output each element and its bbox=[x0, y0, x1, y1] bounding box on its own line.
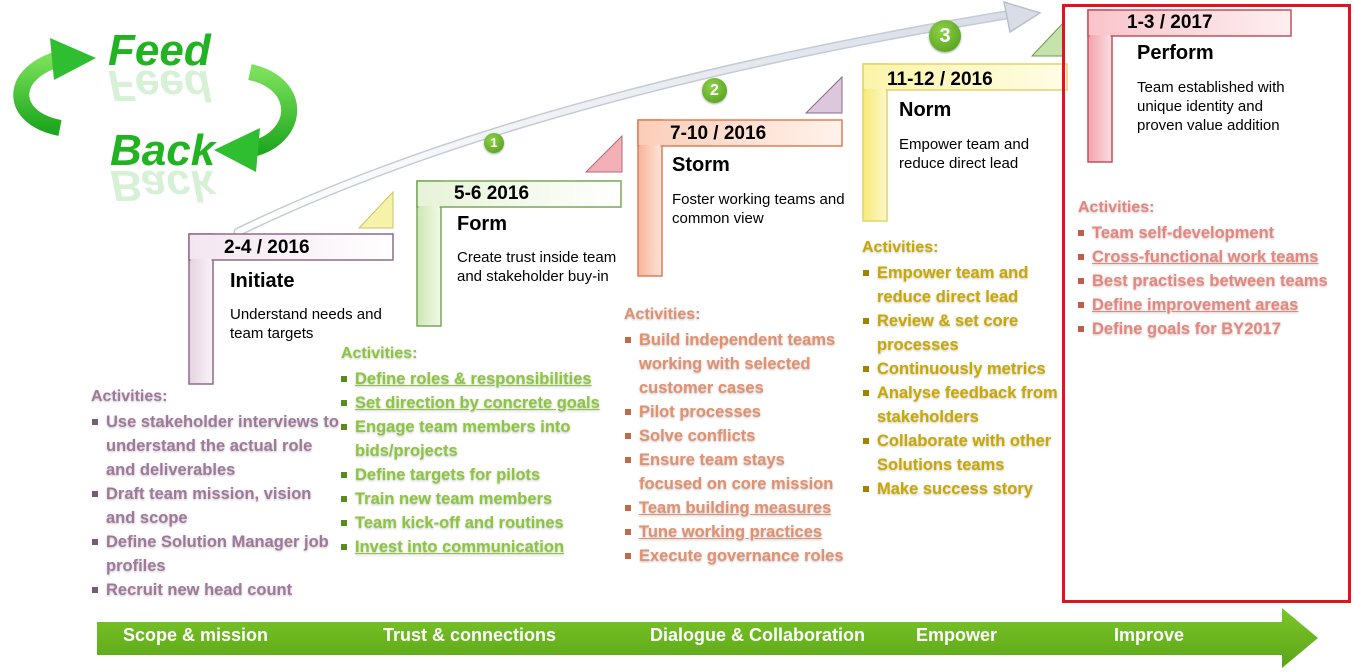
phase-label-trust: Trust & connections bbox=[383, 625, 557, 645]
milestone-date-norm: 11-12 / 2016 bbox=[887, 69, 993, 90]
milestone-title-norm: Norm bbox=[899, 99, 952, 121]
step-badge-2: 2 bbox=[702, 78, 727, 103]
activity-item: Best practises between teams bbox=[1077, 269, 1339, 293]
back-text: Back bbox=[110, 126, 216, 175]
activity-item: Solve conflicts bbox=[624, 424, 849, 448]
activities-list-form: Define roles & responsibilities Set dire… bbox=[340, 367, 615, 559]
activity-item: Make success story bbox=[862, 477, 1062, 501]
milestone-date-storm: 7-10 / 2016 bbox=[670, 123, 767, 144]
activities-list-storm: Build independent teams working with sel… bbox=[624, 328, 849, 568]
activity-item[interactable]: Define improvement areas bbox=[1077, 293, 1339, 317]
activity-item: Recruit new head count bbox=[91, 578, 341, 602]
milestone-desc-storm: Foster working teams and common view bbox=[672, 191, 845, 227]
activities-title-perform: Activities: bbox=[1078, 199, 1155, 216]
activity-item[interactable]: Invest into communication bbox=[340, 535, 615, 559]
activity-item[interactable]: Define roles & responsibilities bbox=[340, 367, 615, 391]
activity-item: Review & set core processes bbox=[862, 309, 1062, 357]
milestone-date-perform: 1-3 / 2017 bbox=[1127, 12, 1213, 33]
feed-text: Feed bbox=[108, 26, 211, 75]
milestone-date-initiate: 2-4 / 2016 bbox=[224, 237, 310, 258]
milestone-desc-perform: Team established with unique identity an… bbox=[1137, 79, 1285, 134]
milestone-title-initiate: Initiate bbox=[230, 270, 295, 292]
milestone-title-form: Form bbox=[457, 213, 507, 235]
activities-title-initiate: Activities: bbox=[91, 388, 168, 405]
activity-item: Team kick-off and routines bbox=[340, 511, 615, 535]
phase-label-empower: Empower bbox=[916, 625, 998, 645]
activity-item: Build independent teams working with sel… bbox=[624, 328, 849, 400]
activity-item: Train new team members bbox=[340, 487, 615, 511]
activities-list-perform: Team self-development Cross-functional w… bbox=[1077, 221, 1339, 341]
activity-item: Empower team and reduce direct lead bbox=[862, 261, 1062, 309]
activity-item: Define Solution Manager job profiles bbox=[91, 530, 341, 578]
activity-item: Team self-development bbox=[1077, 221, 1339, 245]
milestone-desc-form: Create trust inside team and stakeholder… bbox=[457, 249, 617, 285]
activity-item[interactable]: Team building measures bbox=[624, 496, 849, 520]
milestone-desc-initiate: Understand needs and team targets bbox=[230, 306, 382, 342]
milestone-date-form: 5-6 2016 bbox=[454, 183, 530, 204]
phase-label-scope: Scope & mission bbox=[123, 625, 269, 645]
activity-item[interactable]: Set direction by concrete goals bbox=[340, 391, 615, 415]
activities-title-norm: Activities: bbox=[862, 239, 939, 256]
step-badge-1: 1 bbox=[484, 133, 504, 153]
activity-item: Draft team mission, vision and scope bbox=[91, 482, 341, 530]
activities-title-storm: Activities: bbox=[624, 306, 701, 323]
milestone-desc-norm: Empower team and reduce direct lead bbox=[899, 136, 1030, 172]
phase-label-improve: Improve bbox=[1114, 625, 1185, 645]
activity-item[interactable]: Cross-functional work teams bbox=[1077, 245, 1339, 269]
activity-item: Pilot processes bbox=[624, 400, 849, 424]
phase-label-dialogue: Dialogue & Collaboration bbox=[650, 625, 866, 645]
feed-reflection: Feed bbox=[108, 61, 211, 110]
activity-item: Define goals for BY2017 bbox=[1077, 317, 1339, 341]
activity-item: Collaborate with other Solutions teams bbox=[862, 429, 1062, 477]
activity-item: Use stakeholder interviews to understand… bbox=[91, 410, 341, 482]
activity-item[interactable]: Tune working practices bbox=[624, 520, 849, 544]
activity-item: Define targets for pilots bbox=[340, 463, 615, 487]
activities-title-form: Activities: bbox=[341, 345, 418, 362]
milestone-title-perform: Perform bbox=[1137, 42, 1214, 64]
milestone-title-storm: Storm bbox=[672, 154, 730, 176]
activity-item: Continuously metrics bbox=[862, 357, 1062, 381]
activity-item: Ensure team stays focused on core missio… bbox=[624, 448, 849, 496]
activities-list-initiate: Use stakeholder interviews to understand… bbox=[91, 410, 341, 602]
back-reflection: Back bbox=[110, 161, 216, 210]
activity-item: Analyse feedback from stakeholders bbox=[862, 381, 1062, 429]
perform-highlight-box bbox=[1062, 4, 1351, 603]
activities-list-norm: Empower team and reduce direct lead Revi… bbox=[862, 261, 1062, 501]
activity-item: Engage team members into bids/projects bbox=[340, 415, 615, 463]
activity-item: Execute governance roles bbox=[624, 544, 849, 568]
step-badge-3: 3 bbox=[929, 20, 961, 52]
